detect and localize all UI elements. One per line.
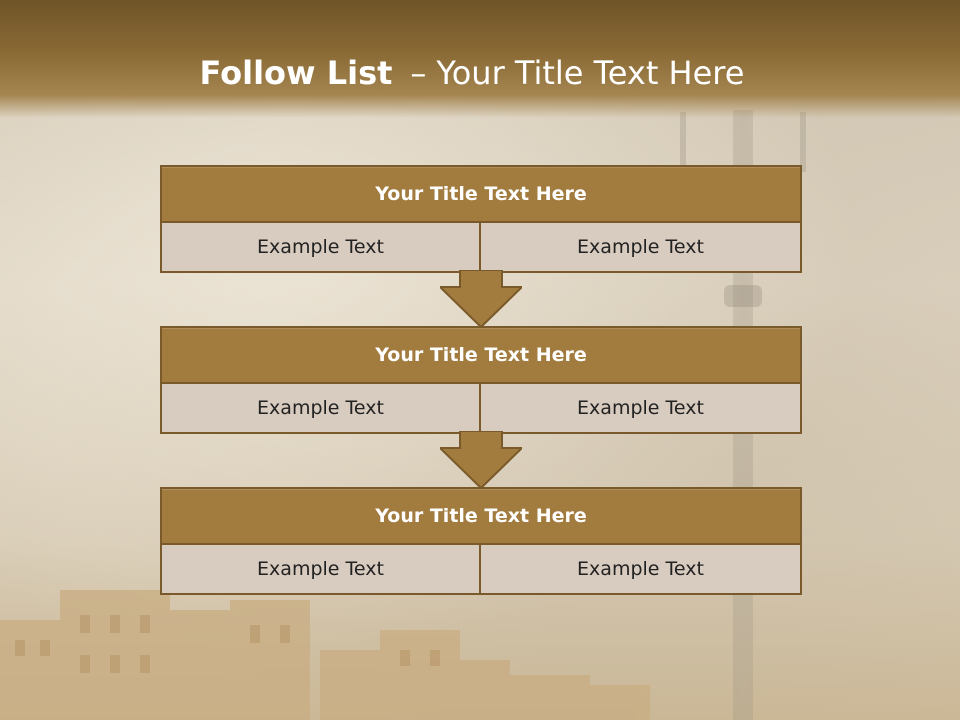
list-block-1: Your Title Text Here Example Text Exampl… — [160, 165, 802, 273]
slide-title-dash: – — [410, 54, 427, 92]
slide-title: Follow List–Your Title Text Here — [0, 54, 944, 92]
block-title[interactable]: Your Title Text Here — [160, 487, 802, 545]
down-arrow-icon — [440, 431, 522, 489]
block-cell-left[interactable]: Example Text — [160, 384, 481, 434]
block-row: Example Text Example Text — [160, 384, 802, 434]
block-cell-right[interactable]: Example Text — [481, 545, 802, 595]
title-bar: Follow List–Your Title Text Here — [0, 0, 960, 118]
down-arrow-icon — [440, 270, 522, 328]
lamp-post-ring — [724, 285, 762, 307]
block-row: Example Text Example Text — [160, 545, 802, 595]
slide-title-rest: Your Title Text Here — [436, 54, 745, 92]
block-title[interactable]: Your Title Text Here — [160, 326, 802, 384]
city-skyline-image — [0, 590, 650, 720]
block-cell-right[interactable]: Example Text — [481, 223, 802, 273]
block-title[interactable]: Your Title Text Here — [160, 165, 802, 223]
block-row: Example Text Example Text — [160, 223, 802, 273]
slide-title-bold: Follow List — [199, 54, 393, 92]
list-block-3: Your Title Text Here Example Text Exampl… — [160, 487, 802, 595]
block-cell-left[interactable]: Example Text — [160, 223, 481, 273]
block-cell-left[interactable]: Example Text — [160, 545, 481, 595]
block-cell-right[interactable]: Example Text — [481, 384, 802, 434]
list-block-2: Your Title Text Here Example Text Exampl… — [160, 326, 802, 434]
street-lamp-image — [680, 112, 806, 172]
